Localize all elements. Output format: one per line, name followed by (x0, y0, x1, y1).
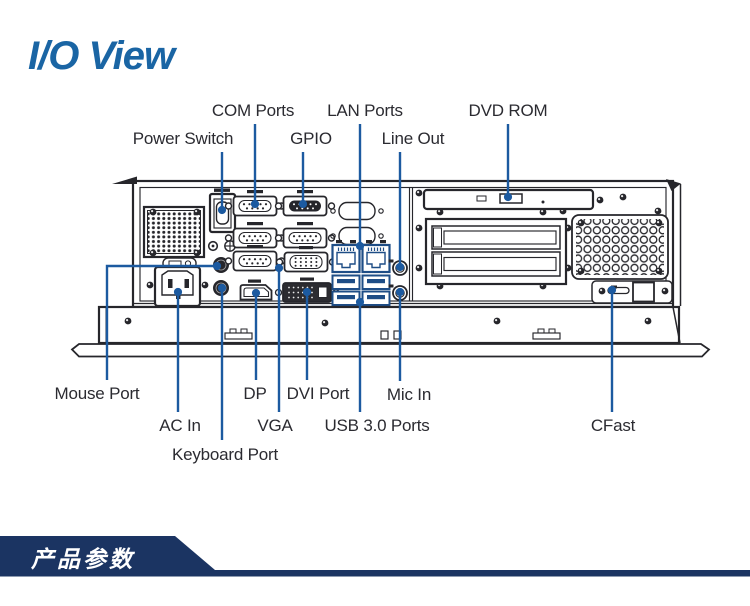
label-gpio: GPIO (290, 129, 332, 148)
cfast-panel (591, 280, 673, 304)
section-banner-title: 产品参数 (31, 546, 135, 572)
banner-ribbon (0, 536, 750, 577)
label-usb-ports: USB 3.0 Ports (324, 416, 430, 435)
io-view-diagram (70, 124, 711, 440)
lan-usb-block (331, 240, 391, 307)
label-lan-ports: LAN Ports (327, 101, 403, 120)
label-cfast: CFast (590, 416, 636, 435)
label-com-ports: COM Ports (211, 101, 295, 120)
expansion-slots (424, 217, 568, 286)
front-panel-lip (70, 343, 711, 358)
label-ac-in: AC In (159, 416, 201, 435)
label-dvd-rom: DVD ROM (468, 101, 548, 120)
right-vent-grille (571, 214, 669, 280)
label-vga: VGA (257, 416, 293, 435)
leader-dots (173, 192, 617, 307)
lan-usb-tower (331, 243, 361, 307)
lower-bezel (97, 305, 681, 345)
button-cover (632, 281, 655, 303)
label-dvi-port: DVI Port (286, 384, 350, 403)
page-title: I/O View (28, 34, 175, 78)
leader-lines (105, 124, 617, 440)
left-vent-grille (142, 205, 206, 259)
label-keyboard-port: Keyboard Port (171, 445, 279, 464)
label-line-out: Line Out (381, 129, 445, 148)
mic-in-jack (388, 284, 408, 301)
label-dp: DP (243, 384, 267, 403)
blank-dsub-cutouts (330, 201, 384, 246)
label-mic-in: Mic In (386, 385, 432, 404)
section-banner-shape (0, 536, 750, 577)
label-mouse-port: Mouse Port (54, 384, 140, 403)
label-power-switch: Power Switch (132, 129, 234, 148)
lan-usb-tower (361, 243, 391, 307)
line-out-jack (388, 259, 408, 276)
